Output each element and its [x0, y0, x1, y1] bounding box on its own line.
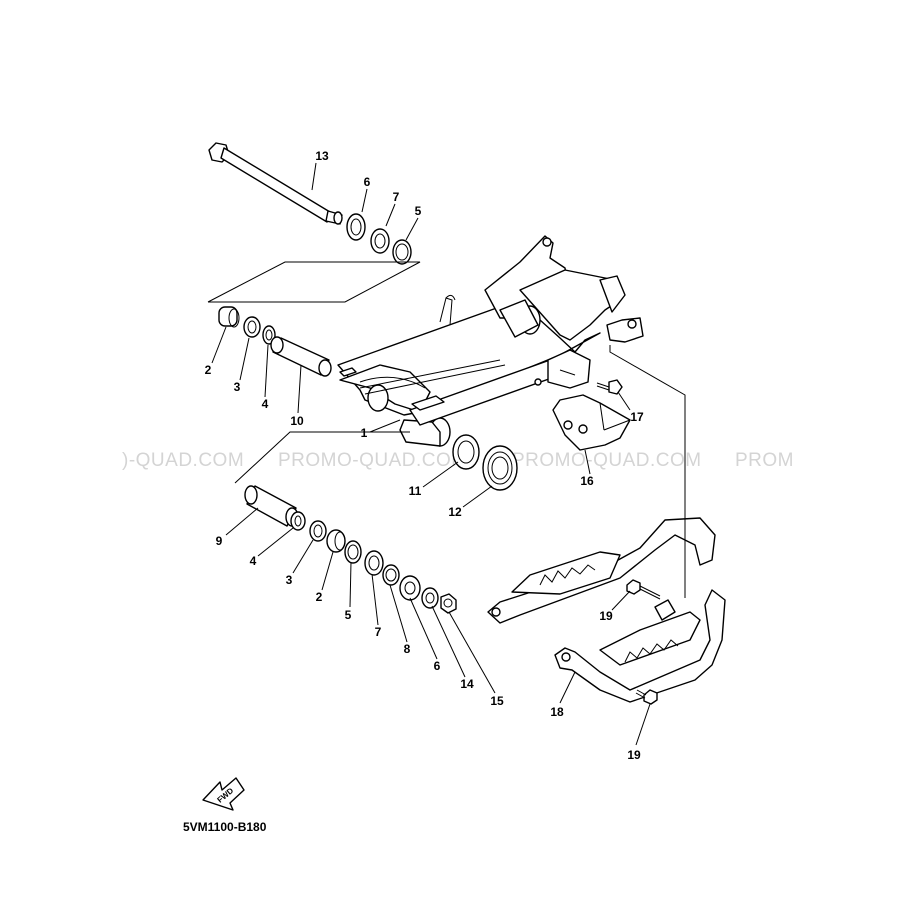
- callout-8: 8: [404, 642, 411, 656]
- watermark-right: PROM: [735, 450, 794, 471]
- footrest-18: [487, 517, 726, 703]
- callout-4-lower: 4: [250, 554, 257, 568]
- bolts-19: [626, 579, 661, 705]
- callout-18: 18: [550, 705, 564, 719]
- callout-13: 13: [315, 149, 329, 163]
- lower-bushing-parts: [244, 485, 457, 614]
- leader-lines: [211, 162, 651, 746]
- callout-6-upper: 6: [364, 175, 371, 189]
- watermark: )-QUAD.COM PROMO-QUAD.COM PROMO-QUAD.COM…: [122, 450, 794, 471]
- callout-2-lower: 2: [316, 590, 323, 604]
- callout-15: 15: [490, 694, 504, 708]
- callout-19-lower: 19: [627, 748, 641, 762]
- seal-and-cover-11-12: [452, 434, 518, 491]
- callout-12: 12: [448, 505, 462, 519]
- watermark-center-b: PROMO-QUAD.COM: [512, 450, 702, 471]
- callout-3-lower: 3: [286, 573, 293, 587]
- callout-10: 10: [290, 414, 304, 428]
- watermark-center-a: PROMO-QUAD.COM: [278, 450, 468, 471]
- assembly-guide-upper: [207, 261, 421, 303]
- watermark-left: )-QUAD.COM: [122, 450, 244, 471]
- bolt-17: [596, 379, 623, 395]
- guide-16: [552, 394, 631, 451]
- assembly-guide-right: [609, 345, 686, 598]
- callout-5-lower: 5: [345, 608, 352, 622]
- callout-16: 16: [580, 474, 594, 488]
- callout-6-lower: 6: [434, 659, 441, 673]
- callout-1: 1: [361, 426, 368, 440]
- callout-5-upper: 5: [415, 204, 422, 218]
- callout-7-upper: 7: [393, 190, 400, 204]
- callout-2-upper: 2: [205, 363, 212, 377]
- callout-14: 14: [460, 677, 474, 691]
- callout-11: 11: [409, 484, 422, 498]
- upper-bearing-parts: [346, 213, 412, 265]
- pivot-shaft-13: [208, 142, 343, 225]
- diagram-code: 5VM1100-B180: [183, 820, 267, 834]
- forward-direction-arrow: FWD: [202, 777, 245, 811]
- callout-3-upper: 3: [234, 380, 241, 394]
- left-bushing-parts: [218, 306, 332, 377]
- callout-7-lower: 7: [375, 625, 382, 639]
- callout-17: 17: [630, 410, 644, 424]
- rear-arm-1: [337, 235, 644, 447]
- callout-4-upper: 4: [262, 397, 269, 411]
- callout-19-upper: 19: [599, 609, 613, 623]
- callout-labels: 13 6 7 5 2 3 4 10 1 11 12 16 17 9 4 3 2 …: [205, 149, 644, 762]
- callout-9: 9: [216, 534, 223, 548]
